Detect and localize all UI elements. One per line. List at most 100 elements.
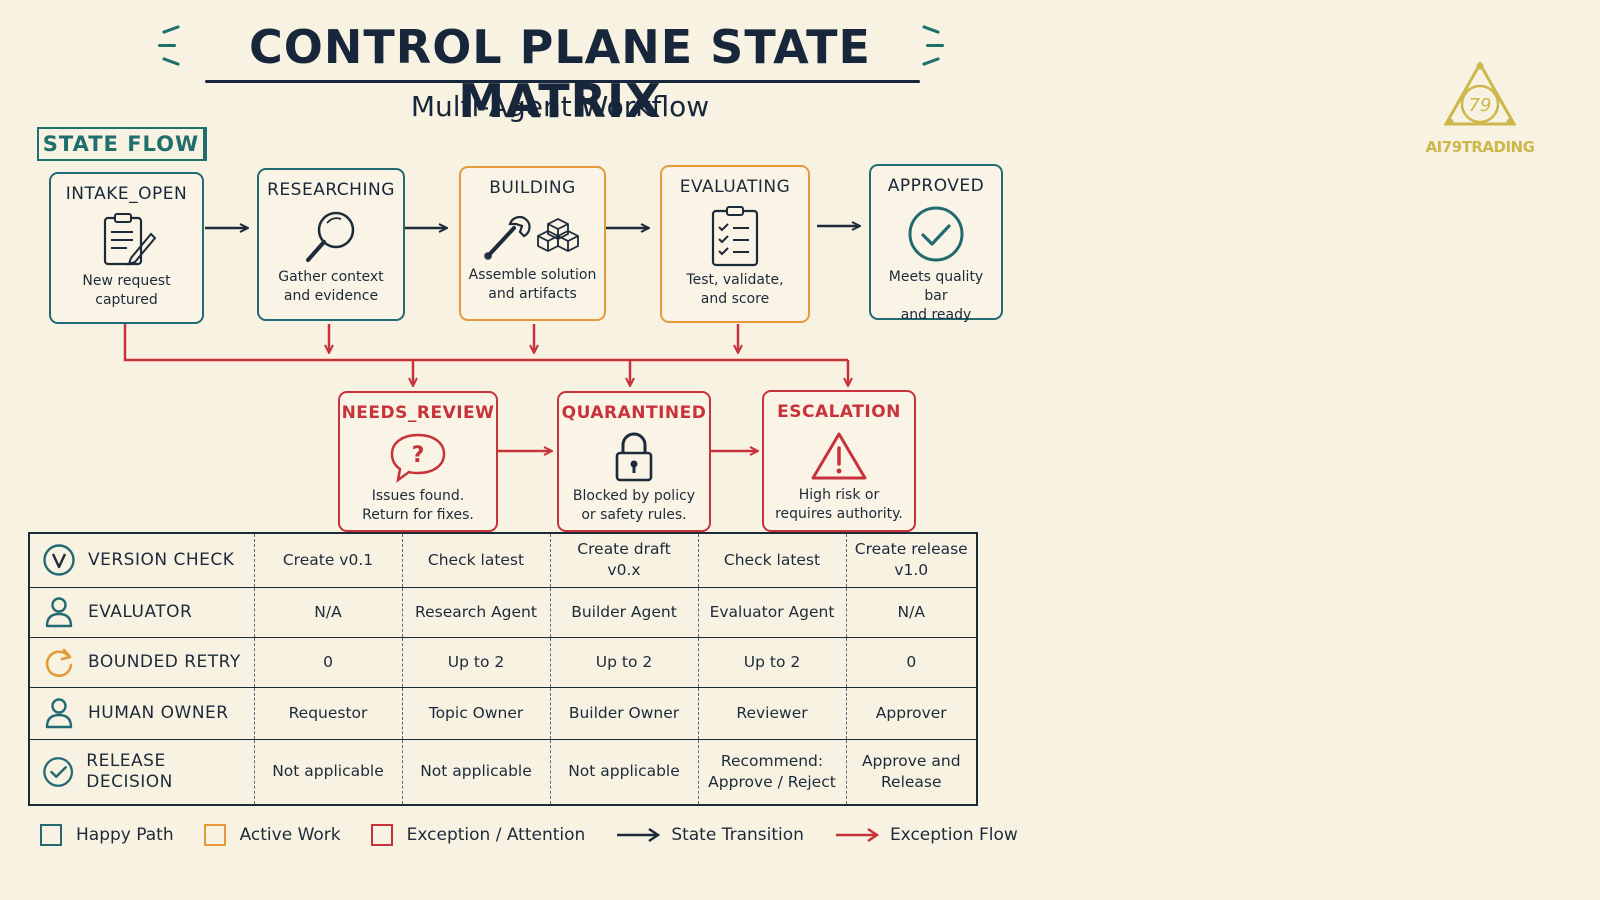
table-cell: Builder Agent [549,586,698,638]
row-label: VERSION CHECK [88,549,235,570]
row-label: HUMAN OWNER [88,702,229,723]
table-cell: Evaluator Agent [697,586,846,638]
page-subtitle: Multi-Agent Workflow [410,90,710,123]
table-cell: 0 [845,636,977,688]
svg-text:?: ? [412,443,425,468]
row-header: BOUNDED RETRY [29,636,254,688]
check-circle-icon [43,756,74,787]
legend: Happy Path Active Work Exception / Atten… [40,824,1048,846]
state-escalation: ESCALATION High risk or requires authori… [762,390,916,532]
warning-icon [811,432,867,480]
legend-item-state-transition: State Transition [615,825,804,845]
state-name: ESCALATION [777,402,901,422]
state-name: INTAKE_OPEN [65,184,188,204]
row-label: RELEASE DECISION [86,750,173,792]
table-cell: Up to 2 [549,636,698,688]
exception-bus [123,322,848,362]
arrow-right-icon [835,827,880,843]
legend-item-active-work: Active Work [203,824,341,846]
table-cell: Requestor [253,686,402,740]
legend-item-happy-path: Happy Path [40,824,174,846]
state-intake-open: INTAKE_OPEN New request captured [49,172,204,324]
row-header: VERSION CHECK [29,532,254,588]
table-row: BOUNDED RETRY 0 Up to 2 Up to 2 Up to 2 … [29,636,977,688]
row-label: BOUNDED RETRY [88,651,241,672]
table-cell: Create v0.1 [253,532,402,588]
state-name: EVALUATING [679,177,791,197]
title-decoration [162,25,180,34]
logo-mark-icon: 79 [1443,60,1517,126]
row-header: RELEASE DECISION [29,738,254,806]
table-row: RELEASE DECISION Not applicable Not appl… [29,738,977,806]
state-name: RESEARCHING [267,180,395,200]
title-decoration [922,25,940,34]
legend-swatch [40,824,62,846]
table-cell: Not applicable [401,738,550,806]
title-decoration [158,44,176,47]
table-cell: Not applicable [253,738,402,806]
wrench-blocks-icon [483,215,579,260]
arrow-right-icon [617,827,661,843]
state-description: Blocked by policy or safety rules. [572,488,696,523]
table-cell: Check latest [697,532,846,588]
table-cell: Not applicable [549,738,698,806]
table-cell: Builder Owner [549,686,698,740]
state-name: QUARANTINED [561,403,707,423]
table-row: HUMAN OWNER Requestor Topic Owner Builde… [29,686,977,740]
state-quarantined: QUARANTINED Blocked by policy or safety … [557,391,711,532]
table-cell: Topic Owner [401,686,550,740]
brand-logo: 79 AI79TRADING [1425,60,1535,156]
row-header: HUMAN OWNER [29,686,254,740]
table-cell: Up to 2 [697,636,846,688]
row-header: EVALUATOR [29,586,254,638]
table-cell: Approver [845,686,977,740]
retry-icon [45,648,73,678]
table-cell: Reviewer [697,686,846,740]
person-icon [45,597,73,628]
state-building: BUILDING Assemble solution and artifacts [459,166,606,321]
state-description: Meets quality bar and ready [888,269,984,323]
table-cell: 0 [253,636,402,688]
table-row: EVALUATOR N/A Research Agent Builder Age… [29,586,977,638]
state-evaluating: EVALUATING Test, validate, and score [660,165,810,323]
table-cell: Check latest [401,532,550,588]
legend-item-exception: Exception / Attention [370,824,585,846]
v-circle-icon [43,544,75,576]
table-row: VERSION CHECK Create v0.1 Check latest C… [29,532,977,588]
table-cell: Recommend:Approve / Reject [697,738,846,806]
section-label: STATE FLOW [37,127,207,161]
state-name: NEEDS_REVIEW [341,403,495,423]
legend-swatch [370,824,393,846]
state-description: Assemble solution and artifacts [468,267,597,302]
state-name: BUILDING [489,178,576,198]
magnifier-icon [306,211,355,262]
state-description: New request captured [82,273,171,308]
state-matrix-table: VERSION CHECK Create v0.1 Check latest C… [28,532,978,806]
title-decoration [162,57,180,66]
state-researching: RESEARCHING Gather context and evidence [257,168,405,321]
question-bubble-icon: ? [390,433,446,483]
check-circle-icon [908,206,964,262]
page-title: CONTROL PLANE STATE MATRIX [249,20,871,128]
state-name: APPROVED [887,176,985,196]
state-description: Gather context and evidence [278,269,384,304]
state-needs-review: NEEDS_REVIEW ? Issues found. Return for … [338,391,498,532]
logo-text: AI79TRADING [1425,138,1535,156]
logo-mark-number: 79 [1469,95,1492,116]
checklist-icon [711,206,759,267]
title-underline [205,80,920,83]
legend-swatch [203,824,226,846]
legend-item-exception-flow: Exception Flow [834,825,1018,845]
state-description: High risk or requires authority. [775,487,903,522]
person-icon [45,698,73,729]
clipboard-pencil-icon [103,213,156,266]
table-cell: Up to 2 [401,636,550,688]
state-description: Issues found. Return for fixes. [362,488,474,523]
state-approved: APPROVED Meets quality bar and ready [869,164,1003,323]
state-description: Test, validate, and score [686,272,784,307]
title-decoration [926,44,944,47]
table-cell: N/A [253,586,402,638]
